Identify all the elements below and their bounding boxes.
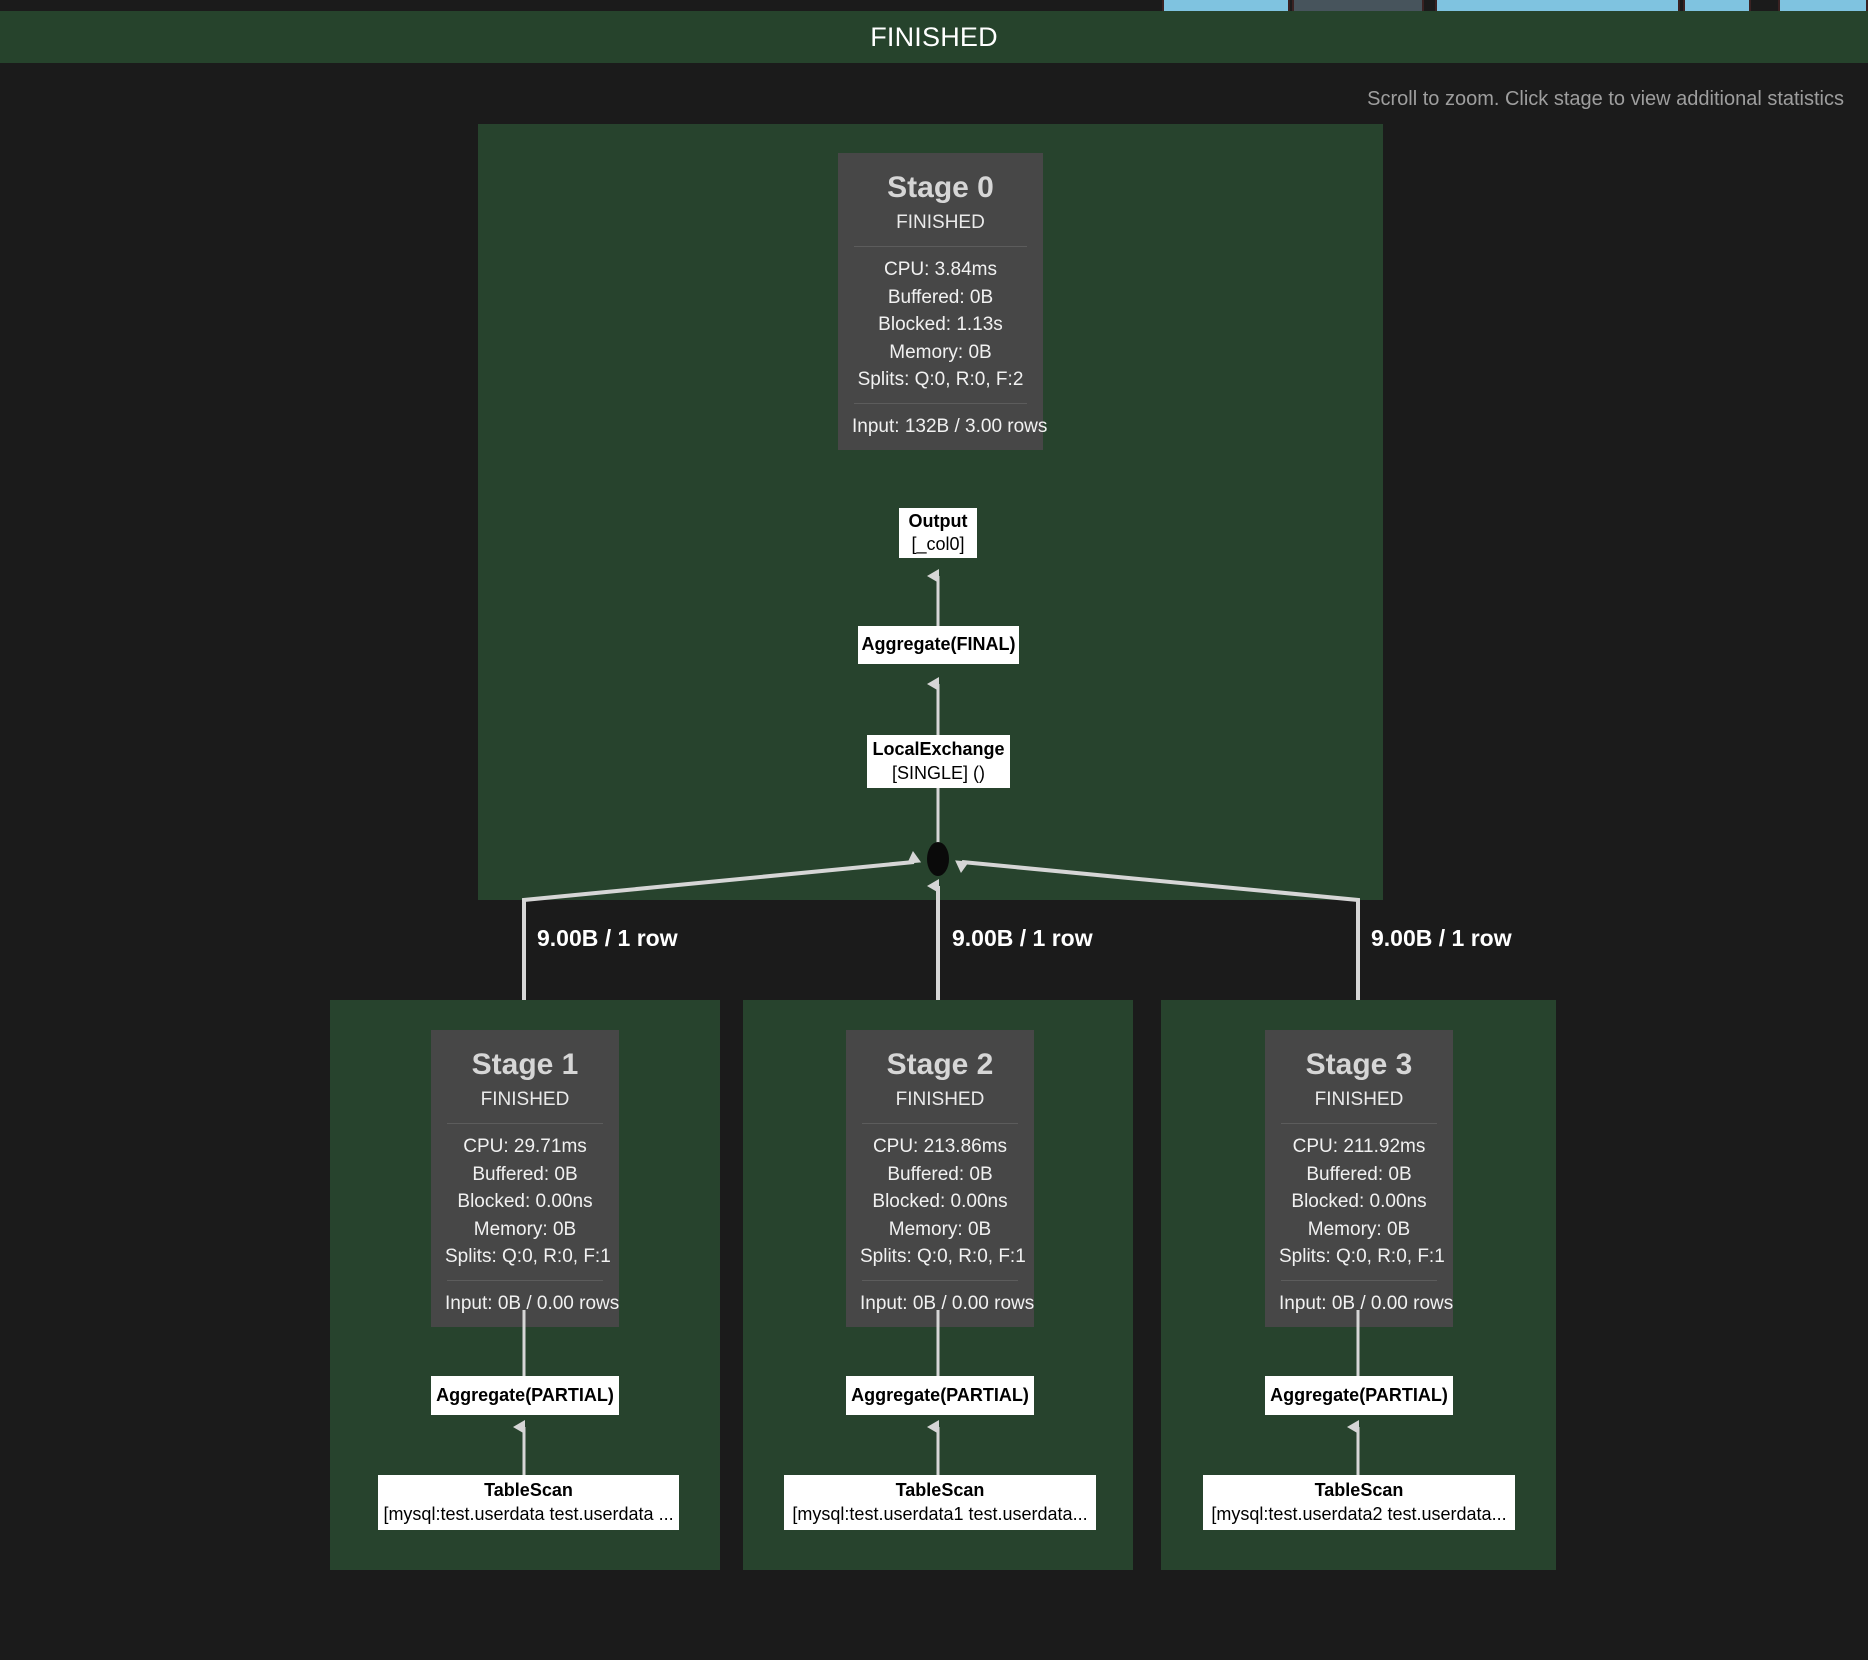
stage-metric-input: Input: 0B / 0.00 rows	[1279, 1292, 1454, 1314]
stage-metric-buffered: Buffered: 0B	[1306, 1163, 1412, 1185]
stage-metric-splits: Splits: Q:0, R:0, F:1	[445, 1246, 611, 1268]
plan-node-detail: [_col0]	[911, 534, 965, 554]
divider	[1281, 1123, 1437, 1124]
top-strip-chip	[1435, 0, 1680, 11]
edge-label-stage1: 9.00B / 1 row	[537, 925, 678, 951]
stage-metric-buffered: Buffered: 0B	[472, 1163, 578, 1185]
plan-node-detail: [mysql:test.userdata1 test.userdata...	[792, 1503, 1088, 1524]
stage-metric-cpu: CPU: 211.92ms	[1292, 1136, 1426, 1157]
divider	[854, 246, 1027, 247]
plan-node-aggregate-partial-1[interactable]: Aggregate(PARTIAL)	[431, 1376, 619, 1415]
divider	[447, 1279, 603, 1281]
plan-node-name: Aggregate(PARTIAL)	[436, 1384, 614, 1405]
divider	[862, 1279, 1018, 1281]
stage-metric-splits: Splits: Q:0, R:0, F:1	[1279, 1246, 1445, 1268]
stage-metric-cpu: CPU: 3.84ms	[884, 259, 997, 280]
plan-node-name: Aggregate(PARTIAL)	[851, 1384, 1029, 1405]
plan-node-detail: [SINGLE] ()	[891, 762, 985, 783]
stage-metric-splits: Splits: Q:0, R:0, F:2	[857, 369, 1024, 391]
stage-title: Stage 2	[886, 1048, 994, 1081]
stage-card-stage-1[interactable]: Stage 1 FINISHED CPU: 29.71ms Buffered: …	[431, 1030, 620, 1328]
stage-title: Stage 1	[471, 1048, 579, 1081]
divider	[854, 402, 1027, 404]
stage-metric-memory: Memory: 0B	[473, 1218, 577, 1240]
stage-metric-memory: Memory: 0B	[888, 1218, 992, 1240]
top-strip-chip	[1683, 0, 1751, 11]
stage-state: FINISHED	[896, 211, 985, 233]
top-cut-off-strip	[0, 0, 1868, 11]
stage-title: Stage 3	[1305, 1048, 1413, 1081]
stage-metric-blocked: Blocked: 1.13s	[878, 314, 1003, 336]
plan-node-name: Output	[908, 510, 968, 531]
stage-state: FINISHED	[895, 1088, 985, 1110]
stage-metric-splits: Splits: Q:0, R:0, F:1	[860, 1246, 1026, 1268]
zoom-hint-text: Scroll to zoom. Click stage to view addi…	[1367, 88, 1844, 110]
stage-metric-memory: Memory: 0B	[889, 341, 992, 363]
stage-card-stage-0[interactable]: Stage 0 FINISHED CPU: 3.84ms Buffered: 0…	[838, 153, 1048, 451]
stage-metric-blocked: Blocked: 0.00ns	[1291, 1191, 1427, 1213]
plan-node-aggregate-partial-2[interactable]: Aggregate(PARTIAL)	[846, 1376, 1034, 1415]
stage-state: FINISHED	[1314, 1088, 1404, 1110]
stage-metric-input: Input: 132B / 3.00 rows	[852, 415, 1048, 437]
stage-metric-buffered: Buffered: 0B	[887, 286, 994, 308]
divider	[447, 1123, 603, 1124]
plan-node-aggregate-partial-3[interactable]: Aggregate(PARTIAL)	[1265, 1376, 1453, 1415]
plan-node-name: TableScan	[484, 1480, 573, 1501]
plan-node-tablescan-2[interactable]: TableScan [mysql:test.userdata1 test.use…	[784, 1475, 1096, 1530]
stage-title: Stage 0	[887, 171, 994, 204]
stage-metric-buffered: Buffered: 0B	[887, 1163, 993, 1185]
plan-node-tablescan-3[interactable]: TableScan [mysql:test.userdata2 test.use…	[1203, 1475, 1515, 1530]
edge-label-stage2: 9.00B / 1 row	[952, 925, 1093, 951]
plan-node-name: LocalExchange	[872, 739, 1005, 760]
top-strip-chip	[1162, 0, 1290, 11]
query-status-banner: FINISHED	[0, 11, 1868, 63]
plan-node-tablescan-1[interactable]: TableScan [mysql:test.userdata test.user…	[378, 1475, 679, 1530]
stage-card-stage-3[interactable]: Stage 3 FINISHED CPU: 211.92ms Buffered:…	[1265, 1030, 1454, 1328]
divider	[1281, 1279, 1437, 1281]
plan-node-name: TableScan	[1314, 1480, 1404, 1501]
stage-metric-memory: Memory: 0B	[1307, 1218, 1411, 1240]
plan-node-name: Aggregate(FINAL)	[861, 634, 1016, 655]
plan-node-name: TableScan	[895, 1480, 985, 1501]
stage-metric-blocked: Blocked: 0.00ns	[872, 1191, 1008, 1213]
plan-node-localexchange[interactable]: LocalExchange [SINGLE] ()	[867, 735, 1010, 788]
top-strip-chip	[1292, 0, 1424, 11]
stage-metric-cpu: CPU: 29.71ms	[463, 1136, 587, 1157]
query-status-title: FINISHED	[870, 21, 998, 52]
plan-node-detail: [mysql:test.userdata2 test.userdata...	[1211, 1503, 1507, 1524]
stage-state: FINISHED	[480, 1088, 570, 1110]
stage-card-stage-2[interactable]: Stage 2 FINISHED CPU: 213.86ms Buffered:…	[846, 1030, 1035, 1328]
edge-label-stage3: 9.00B / 1 row	[1371, 925, 1512, 951]
stage-metric-input: Input: 0B / 0.00 rows	[445, 1292, 620, 1314]
stage-metric-input: Input: 0B / 0.00 rows	[860, 1292, 1035, 1314]
plan-node-aggregate-final[interactable]: Aggregate(FINAL)	[858, 626, 1019, 664]
divider	[862, 1123, 1018, 1124]
stage-metric-blocked: Blocked: 0.00ns	[457, 1191, 593, 1213]
plan-node-output[interactable]: Output [_col0]	[899, 508, 977, 558]
plan-node-detail: [mysql:test.userdata test.userdata ...	[383, 1503, 674, 1524]
top-strip-chip	[1778, 0, 1868, 11]
stage-metric-cpu: CPU: 213.86ms	[872, 1136, 1008, 1157]
plan-node-name: Aggregate(PARTIAL)	[1270, 1384, 1448, 1405]
